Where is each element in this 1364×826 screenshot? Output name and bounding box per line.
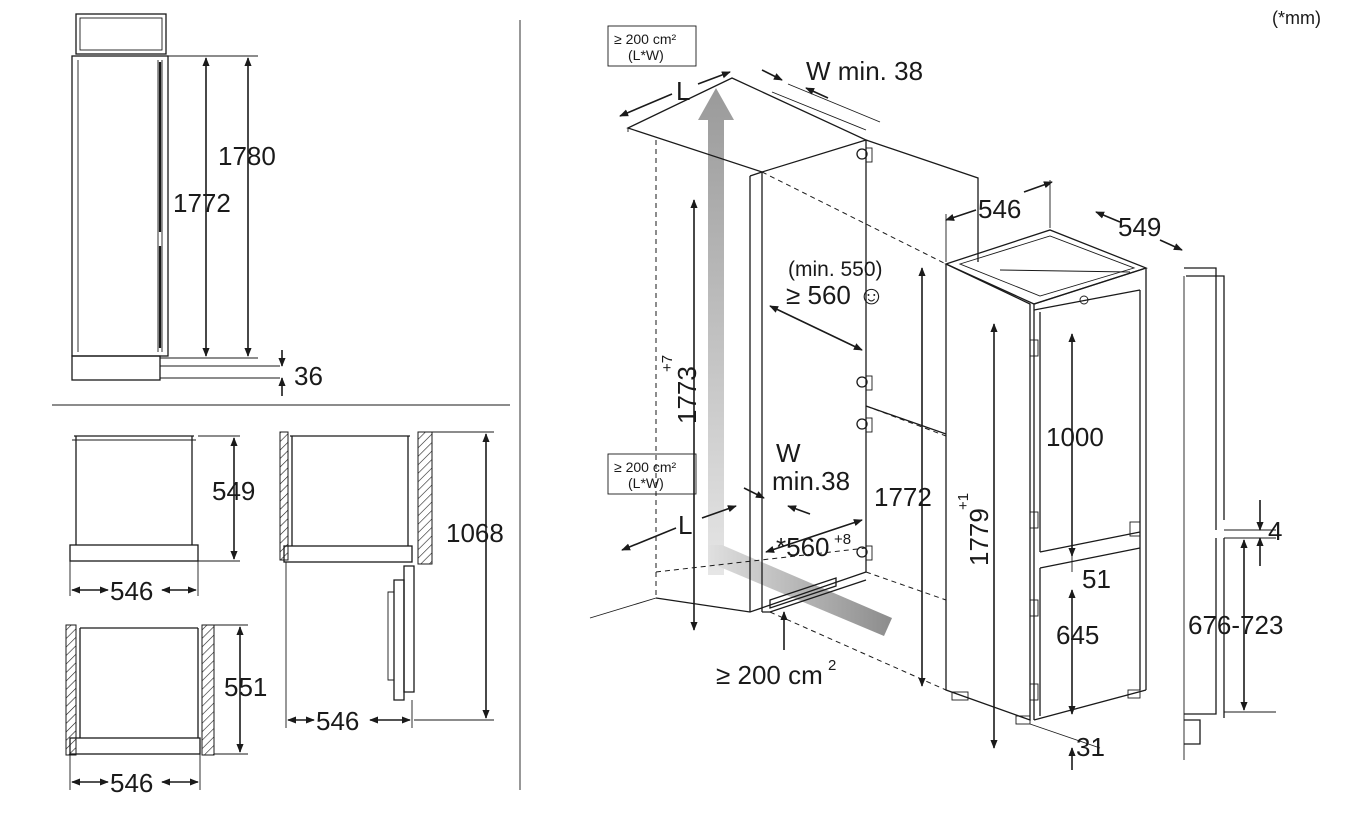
dim-1000: 1000: [1046, 422, 1104, 452]
niche-diagram: ≥ 200 cm² (L*W) ≥ 200 cm² (L*W) L W min.…: [589, 25, 979, 691]
vent-bottom-label: ≥ 200 cm²: [614, 459, 676, 475]
dim-549-appliance: 549: [1118, 212, 1161, 242]
airflow-up-arrow: [698, 88, 734, 575]
dim-W-top: W min. 38: [806, 56, 923, 86]
top-view-549: 549 546: [69, 435, 255, 606]
top-view-1068: 1068 546: [279, 431, 504, 736]
dim-1068: 1068: [446, 518, 504, 548]
vent-top-box: [607, 25, 697, 67]
dim-560-bottom-tol: +8: [834, 531, 851, 548]
dim-1779-tol: +1: [955, 493, 972, 510]
dim-base-vent: ≥ 200 cm: [716, 660, 823, 690]
dim-546-top3: 546: [316, 706, 359, 736]
dim-645: 645: [1056, 620, 1099, 650]
dim-L-top: L: [676, 76, 690, 106]
dim-546-top2: 546: [110, 768, 153, 798]
dim-1779: 1779: [964, 508, 994, 566]
side-view: 1780 1772 36: [71, 13, 323, 396]
unit-note: (*mm): [1272, 8, 1321, 28]
dim-W-bottom-1: W: [776, 438, 801, 468]
vent-bottom-sub: (L*W): [628, 475, 664, 491]
hinge-icons: [856, 147, 873, 561]
dim-31: 31: [1076, 732, 1105, 762]
dim-base-vent-sup: 2: [828, 657, 836, 674]
dim-4: 4: [1268, 516, 1282, 546]
dim-L-bottom: L: [678, 510, 692, 540]
dim-546-appliance: 546: [978, 194, 1021, 224]
dim-560-bottom: *560: [776, 532, 830, 562]
door-panel-diagram: 4 676-723: [1183, 267, 1283, 760]
dim-1772-side: 1772: [173, 188, 231, 218]
vent-top-sub: (L*W): [628, 47, 664, 63]
dim-1772-niche: 1772: [874, 482, 932, 512]
dim-36: 36: [294, 361, 323, 391]
dim-1780: 1780: [218, 141, 276, 171]
vent-top-label: ≥ 200 cm²: [614, 31, 676, 47]
dim-1773: 1773: [672, 366, 702, 424]
dim-51: 51: [1082, 564, 1111, 594]
dim-549-top: 549: [212, 476, 255, 506]
dim-1773-tol: +7: [659, 355, 676, 372]
appliance-diagram: 546 549 1779 +1 1000 51 645 31: [944, 180, 1183, 770]
dim-551: 551: [224, 672, 267, 702]
dim-676-723: 676-723: [1188, 610, 1283, 640]
dim-560: ≥ 560 ☺: [786, 280, 885, 310]
dim-min550: (min. 550): [788, 258, 883, 281]
top-view-551: 551 546: [65, 624, 267, 798]
dim-W-bottom-2: min.38: [772, 466, 850, 496]
dim-546-top1: 546: [110, 576, 153, 606]
